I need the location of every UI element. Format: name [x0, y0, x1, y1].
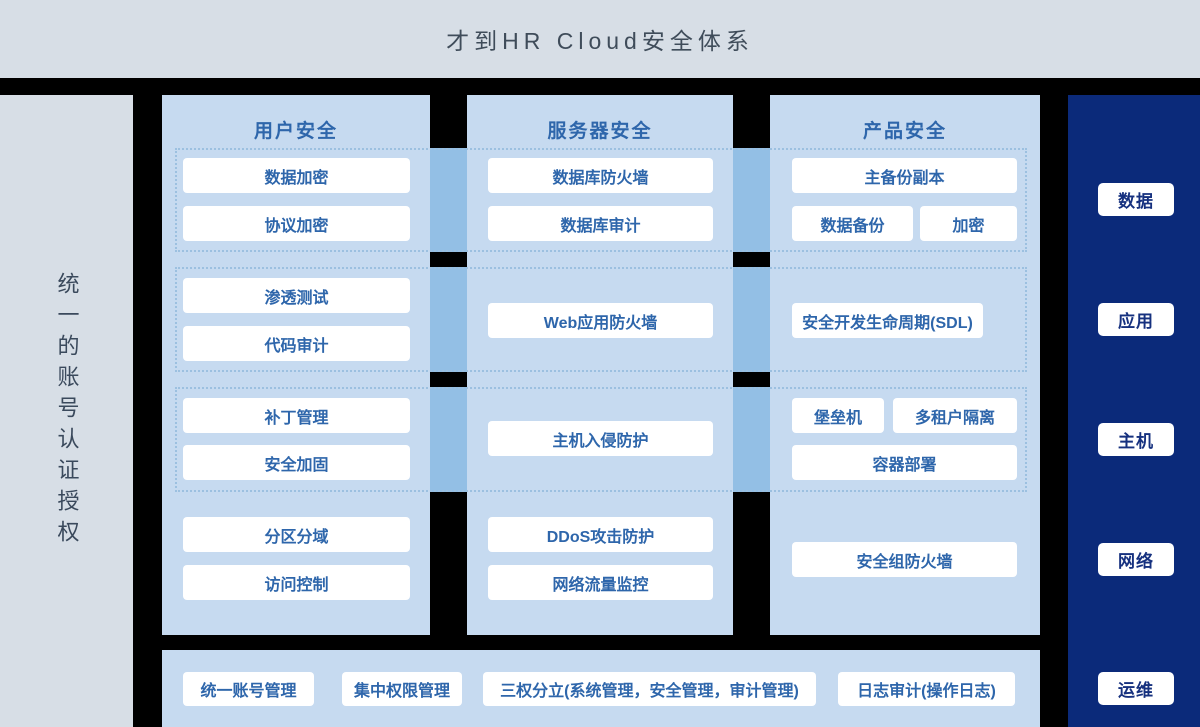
column-header-server-security: 服务器安全 [547, 120, 653, 142]
item-primary-backup-replica: 主备份副本 [792, 158, 1017, 193]
bridge-col1-col2-row2 [430, 267, 467, 372]
bridge-col2-col3-row3 [733, 387, 770, 492]
layer-application: 应用 [1098, 303, 1174, 336]
item-penetration-testing: 渗透测试 [183, 278, 410, 313]
item-protocol-encryption: 协议加密 [183, 206, 410, 241]
item-web-application-firewall: Web应用防火墙 [488, 303, 713, 338]
left-sidebar-unified-auth: 统一的账号认证授权 [0, 95, 133, 727]
left-sidebar-label: 统一的账号认证授权 [54, 271, 80, 551]
item-access-control: 访问控制 [183, 565, 410, 600]
bridge-col1-col2-row1 [430, 148, 467, 252]
item-bastion-host: 堡垒机 [792, 398, 884, 433]
item-container-deployment: 容器部署 [792, 445, 1017, 480]
column-header-user-security: 用户安全 [253, 120, 338, 142]
item-ddos-protection: DDoS攻击防护 [488, 517, 713, 552]
item-security-group-firewall: 安全组防火墙 [792, 542, 1017, 577]
layer-host: 主机 [1098, 423, 1174, 456]
item-host-intrusion-protection: 主机入侵防护 [488, 421, 713, 456]
layer-data: 数据 [1098, 183, 1174, 216]
item-unified-account-management: 统一账号管理 [183, 672, 314, 706]
item-data-encryption: 数据加密 [183, 158, 410, 193]
item-network-traffic-monitoring: 网络流量监控 [488, 565, 713, 600]
bridge-col2-col3-row2 [733, 267, 770, 372]
item-database-audit: 数据库审计 [488, 206, 713, 241]
bridge-col1-col2-row3 [430, 387, 467, 492]
item-secure-development-lifecycle: 安全开发生命周期(SDL) [792, 303, 983, 338]
page-title: 才到HR Cloud安全体系 [446, 28, 754, 54]
item-centralized-permission-management: 集中权限管理 [342, 672, 462, 706]
item-multi-tenant-isolation: 多租户隔离 [893, 398, 1017, 433]
item-security-hardening: 安全加固 [183, 445, 410, 480]
item-patch-management: 补丁管理 [183, 398, 410, 433]
bridge-col2-col3-row1 [733, 148, 770, 252]
item-separation-of-powers: 三权分立(系统管理，安全管理，审计管理) [483, 672, 816, 706]
page-header: 才到HR Cloud安全体系 [0, 0, 1200, 78]
item-partition-zoning: 分区分域 [183, 517, 410, 552]
item-encryption: 加密 [920, 206, 1017, 241]
item-log-audit: 日志审计(操作日志) [838, 672, 1015, 706]
item-code-audit: 代码审计 [183, 326, 410, 361]
item-database-firewall: 数据库防火墙 [488, 158, 713, 193]
layer-network: 网络 [1098, 543, 1174, 576]
item-data-backup: 数据备份 [792, 206, 913, 241]
column-header-product-security: 产品安全 [862, 120, 947, 142]
layer-operations: 运维 [1098, 672, 1174, 705]
